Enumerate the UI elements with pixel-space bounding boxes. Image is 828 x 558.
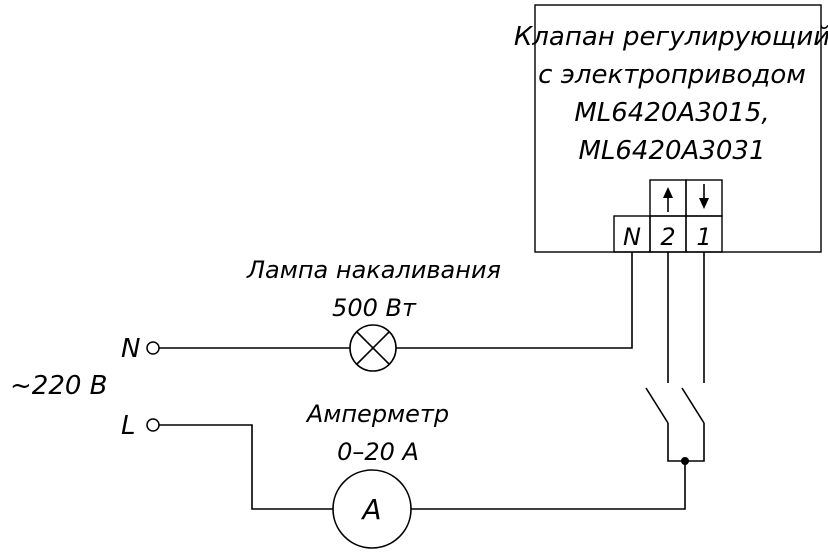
arrow-up-icon [663, 187, 673, 212]
valve-title-line1: Клапан регулирующий [514, 22, 828, 52]
ammeter-symbol: А [360, 493, 381, 526]
lamp-label-line1: Лампа накаливания [246, 256, 501, 284]
contact-blade-left [645, 387, 669, 424]
valve-title-line2: с электроприводом [538, 60, 806, 90]
incandescent-lamp [349, 324, 397, 372]
line-wire-right [411, 461, 686, 510]
valve-model-1: ML6420A3015, [574, 98, 769, 128]
terminal-n-label: N [623, 223, 641, 251]
lamp-label-line2: 500 Вт [332, 294, 417, 322]
ammeter: А [332, 469, 412, 549]
line-terminal [146, 418, 160, 432]
relay-contacts [645, 252, 705, 465]
neutral-wire-right [396, 252, 633, 349]
valve-model-2: ML6420A3031 [578, 136, 765, 166]
supply-voltage-label: ~220 В [10, 371, 108, 401]
junction-dot [681, 457, 689, 465]
neutral-label: N [121, 334, 140, 364]
terminal-2-label: 2 [660, 223, 675, 251]
terminal-1-arrow-cell [685, 179, 723, 217]
terminal-1-label: 1 [696, 223, 711, 251]
ammeter-label-line2: 0–20 А [337, 438, 419, 466]
neutral-terminal [146, 341, 160, 355]
terminal-block: N 2 1 [613, 179, 723, 253]
ammeter-label-line1: Амперметр [305, 400, 449, 428]
contact-blade-right [681, 387, 705, 424]
line-label: L [121, 411, 136, 441]
contact-common-wire [667, 423, 705, 462]
line-wire-left [159, 424, 333, 510]
arrow-down-icon [699, 184, 709, 209]
